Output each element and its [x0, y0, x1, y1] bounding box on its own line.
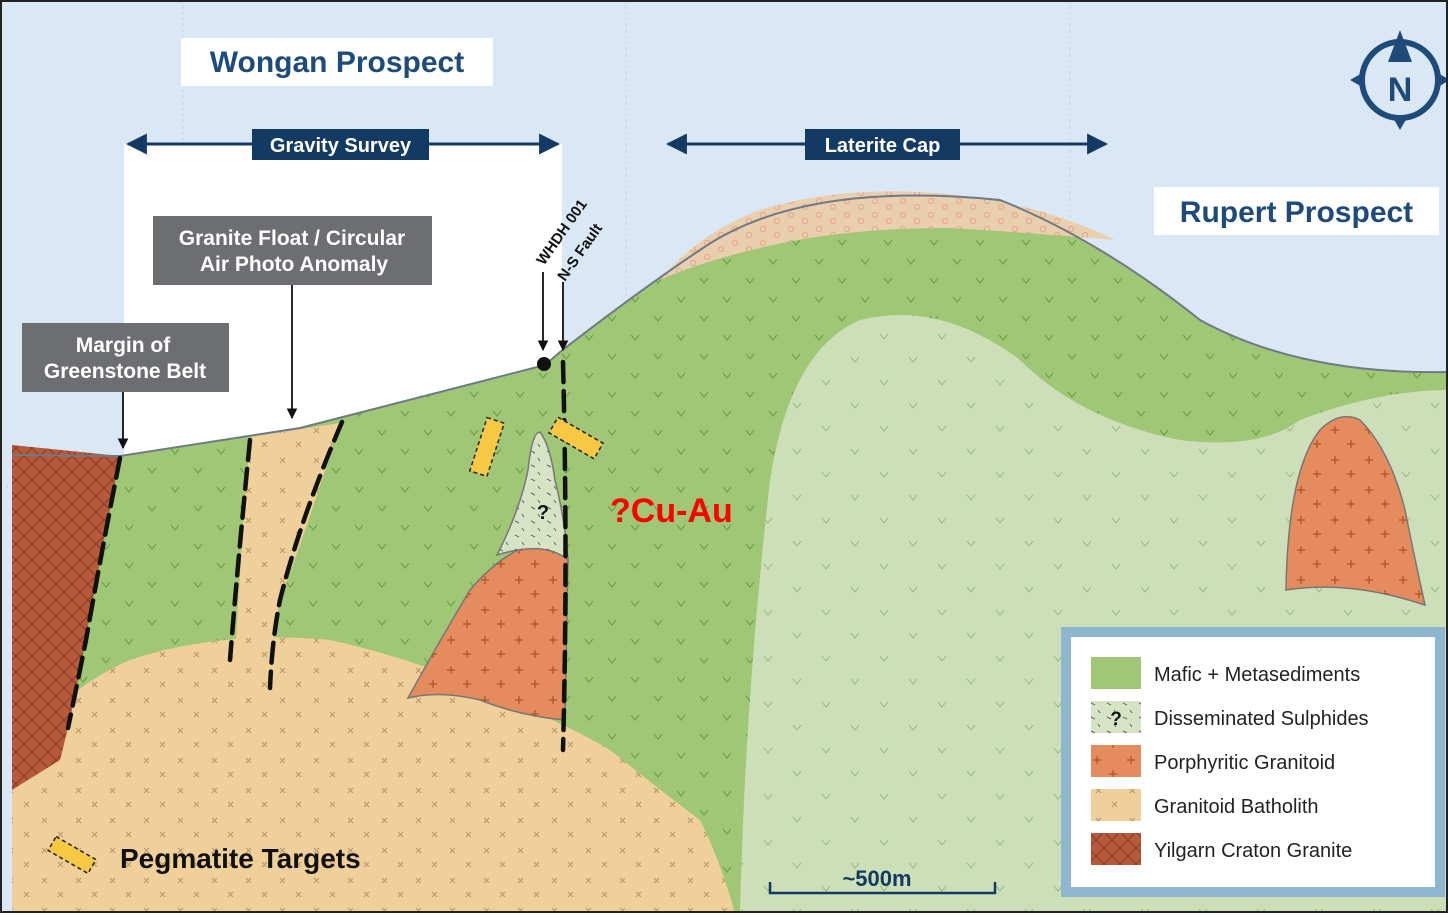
yilgarn-craton-granite-unit — [12, 445, 120, 790]
legend-label-sulphides: Disseminated Sulphides — [1154, 708, 1369, 730]
pegmatite-target-2 — [547, 416, 605, 460]
rupert-prospect-title: Rupert Prospect — [1180, 196, 1413, 229]
north-arrow-icon: N — [1350, 30, 1448, 130]
pegmatite-key-swatch — [47, 835, 97, 875]
legend-label-batholith: Granitoid Batholith — [1154, 796, 1319, 818]
legend-label-craton: Yilgarn Craton Granite — [1154, 840, 1352, 862]
fault-lines — [65, 359, 568, 753]
margin-callout-box — [22, 323, 229, 392]
gravity-survey-box — [252, 129, 429, 160]
granite-float-callout-box — [153, 216, 432, 285]
sulphides-question-mark: ? — [537, 502, 549, 524]
wongan-prospect-title: Wongan Prospect — [210, 46, 464, 79]
cu-au-target-label: ?Cu-Au — [610, 492, 733, 530]
drill-collar-marker — [537, 357, 551, 371]
wongan-title-box — [181, 38, 493, 86]
ground-surface-line — [11, 194, 1448, 458]
legend-swatch-craton — [1091, 833, 1141, 865]
legend-label-mafic: Mafic + Metasediments — [1154, 664, 1360, 686]
rupert-title-box — [1154, 187, 1439, 235]
laterite-cap-label: Laterite Cap — [825, 135, 941, 157]
margin-label-line2: Greenstone Belt — [44, 360, 206, 383]
legend-sulphides-symbol: ? — [1110, 709, 1122, 730]
scale-bar-label: ~500m — [842, 866, 911, 891]
granite-float-label-line2: Air Photo Anomaly — [200, 253, 389, 276]
pegmatite-targets-label: Pegmatite Targets — [120, 843, 361, 874]
legend-swatch-mafic — [1091, 657, 1141, 689]
legend-label-porphyry: Porphyritic Granitoid — [1154, 752, 1335, 774]
gravity-survey-label: Gravity Survey — [270, 135, 412, 157]
legend: Mafic + Metasediments ? Disseminated Sul… — [1061, 627, 1445, 897]
laterite-cap-box — [805, 129, 960, 160]
granite-float-label-line1: Granite Float / Circular — [179, 227, 405, 250]
compass-letter: N — [1388, 71, 1413, 109]
scale-bar — [768, 882, 997, 895]
margin-label-line1: Margin of — [76, 334, 171, 357]
